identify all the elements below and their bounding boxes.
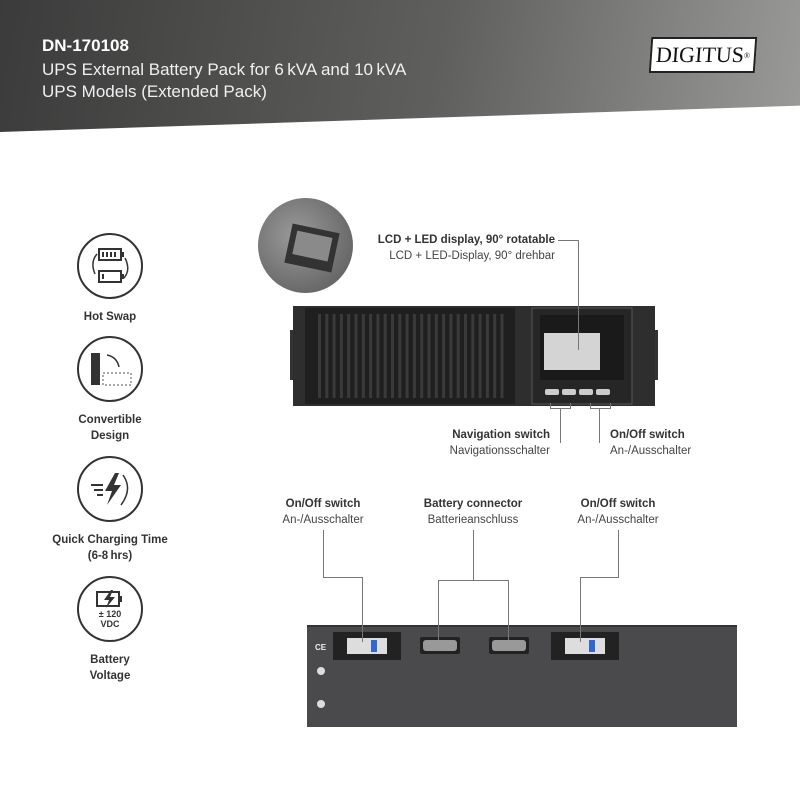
ground-terminal (317, 700, 325, 708)
convertible-icon (77, 336, 143, 402)
vent-slot (471, 314, 475, 398)
voltage-unit: VDC (100, 619, 120, 629)
vent-slot (405, 314, 409, 398)
callout-en: Battery connector (423, 498, 523, 510)
vent-slot (493, 314, 497, 398)
title-line: UPS Models (Extended Pack) (42, 82, 267, 101)
battery-voltage-icon: ± 120 VDC (77, 576, 143, 642)
callout-en: On/Off switch (610, 429, 685, 441)
lightning-charge-icon (77, 456, 143, 522)
vent-slot (361, 314, 365, 398)
vent-slot (325, 314, 329, 398)
label-line: Quick Charging Time (52, 534, 168, 546)
vent-slot (354, 314, 358, 398)
feature-hot-swap: Hot Swap (40, 233, 180, 325)
vent-slot (464, 314, 467, 398)
vent-slot (347, 314, 351, 398)
vent-slot (500, 314, 504, 398)
callout-de: An-/Ausschalter (610, 445, 692, 457)
product-title: UPS External Battery Pack for 6 kVA and … (42, 59, 406, 103)
callout-de: An-/Ausschalter (282, 514, 364, 526)
vent-slot (485, 314, 489, 398)
voltage-value: ± 120 (98, 609, 122, 619)
battery-pack-rear-view: CE (307, 625, 737, 727)
vent-slot (369, 314, 373, 398)
label-line: Convertible (78, 414, 142, 426)
feature-label: Hot Swap (83, 311, 137, 323)
vent-slot (420, 314, 424, 398)
vent-slot (456, 314, 460, 398)
callout-en: Navigation switch (452, 429, 550, 441)
vent-slot (376, 314, 380, 398)
vent-slot (427, 314, 431, 398)
battery-connector-right[interactable] (489, 637, 529, 654)
vent-slot (434, 314, 438, 398)
switch-right[interactable] (551, 632, 619, 660)
label-line: Design (90, 430, 130, 442)
vent-slot (339, 314, 343, 398)
vent-slot (383, 314, 387, 398)
ground-terminal (317, 667, 325, 675)
vent-slot (398, 314, 402, 398)
callout-en: LCD + LED display, 90° rotatable (377, 234, 555, 246)
callout-de: An-/Ausschalter (577, 514, 659, 526)
product-code: DN-170108 (42, 36, 129, 55)
vent-slot (318, 314, 321, 398)
vent-slot (412, 314, 416, 398)
battery-swap-icon (77, 233, 143, 299)
callout-de: LCD + LED-Display, 90° drehbar (389, 250, 555, 262)
vent-slot (391, 314, 394, 398)
label-line: (6-8 hrs) (87, 550, 133, 562)
callout-en: On/Off switch (285, 498, 361, 510)
feature-quick-charging: Quick Charging Time (6-8 hrs) (40, 456, 180, 564)
callout-en: On/Off switch (580, 498, 656, 510)
callout-de: Navigationsschalter (449, 445, 550, 457)
vent-slot (332, 314, 336, 398)
ce-mark: CE (315, 643, 327, 652)
vent-slot (442, 314, 446, 398)
display-rotation-detail-image (258, 198, 353, 293)
battery-connector-left[interactable] (420, 637, 460, 654)
callout-de: Batterieanschluss (427, 514, 519, 526)
feature-label: Quick Charging Time (6-8 hrs) (40, 532, 180, 564)
vent-slot (449, 314, 453, 398)
switch-left[interactable] (333, 632, 401, 660)
label-line: Battery (90, 654, 130, 666)
title-line: UPS External Battery Pack for 6 kVA and … (42, 60, 407, 79)
vent-slot (478, 314, 482, 398)
label-line: Voltage (89, 670, 131, 682)
